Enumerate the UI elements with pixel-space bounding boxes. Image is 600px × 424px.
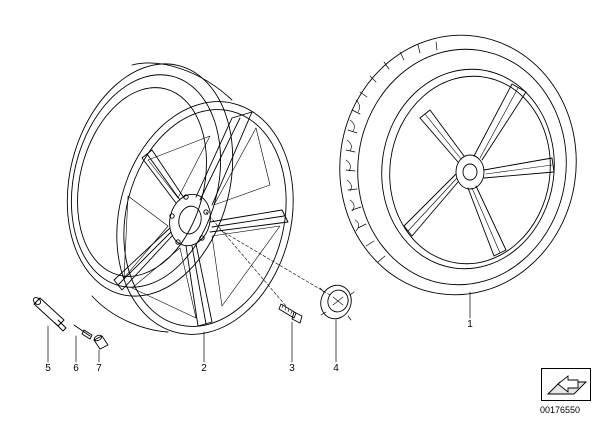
callout-4: 4 (333, 363, 339, 374)
callout-6: 6 (73, 363, 79, 374)
tyre-valve (32, 297, 67, 332)
wheel-bolt (278, 303, 303, 324)
hub-cap (319, 284, 355, 321)
callout-7: 7 (96, 363, 102, 374)
valve-core (73, 324, 93, 340)
callout-2: 2 (201, 363, 207, 374)
callout-3: 3 (289, 363, 295, 374)
diagram-number: 00176550 (540, 405, 581, 415)
section-icon-graphic (546, 375, 588, 395)
callout-5: 5 (45, 363, 51, 374)
complete-wheel-tyre (339, 34, 577, 296)
valve-cap (93, 334, 109, 350)
callout-1: 1 (467, 319, 473, 330)
alloy-rim (66, 62, 294, 335)
